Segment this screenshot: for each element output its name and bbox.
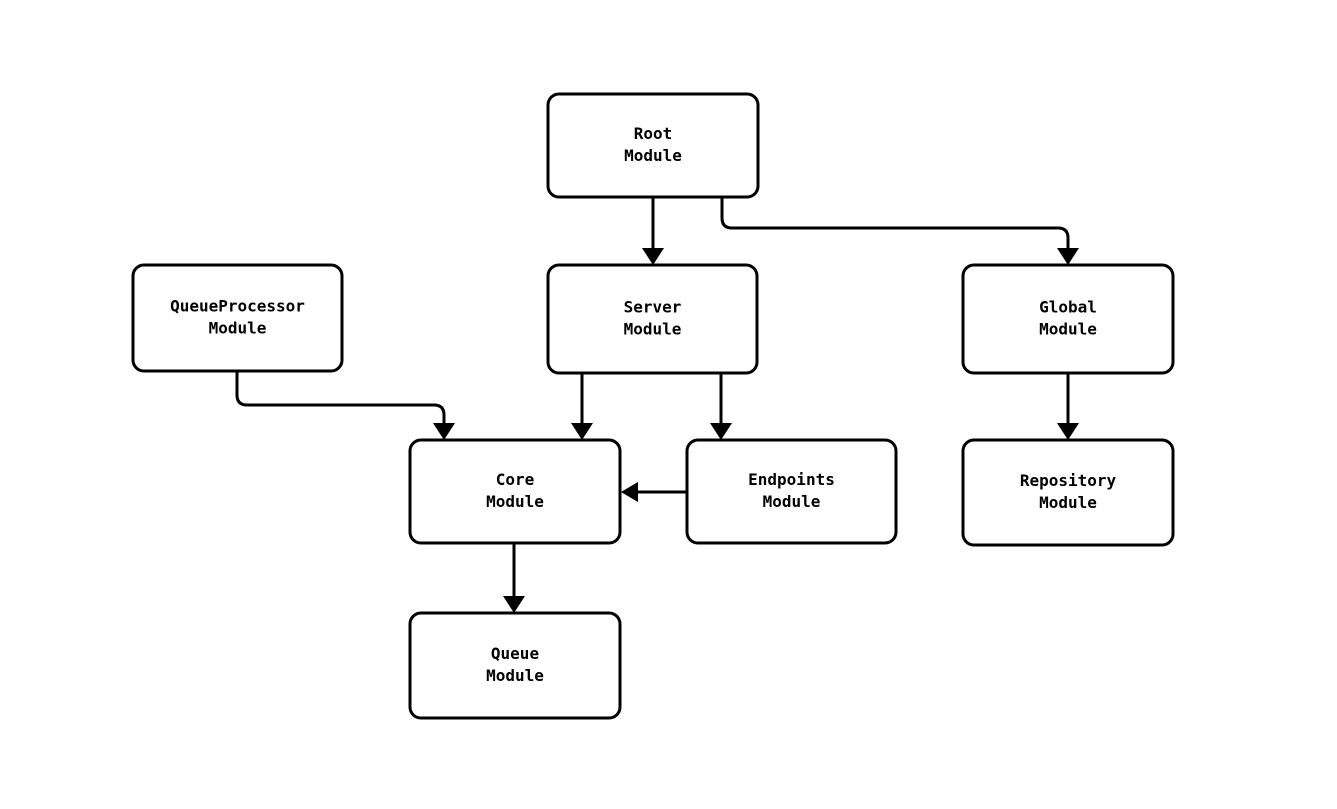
node-label-suffix: Module — [1039, 493, 1097, 512]
node-label-name: Server — [624, 298, 682, 317]
node-box[interactable] — [961, 438, 1175, 547]
arrowhead-down — [1057, 423, 1079, 440]
arrowhead-down — [433, 423, 455, 440]
nodes-layer: RootModuleQueueProcessorModuleServerModu… — [131, 92, 1175, 720]
edge-core-queue — [503, 543, 525, 613]
edge-global-repository — [1057, 373, 1079, 440]
edges-layer — [235, 197, 1079, 613]
arrowhead-down — [710, 423, 732, 440]
arrowhead-down — [642, 248, 664, 265]
arrowhead-down — [571, 423, 593, 440]
node-label-name: Core — [496, 470, 535, 489]
edge-root-server — [642, 197, 664, 265]
node-box[interactable] — [131, 263, 344, 373]
arrowhead-down — [503, 596, 525, 613]
node-box[interactable] — [546, 263, 759, 375]
edge-endpoints-core — [621, 482, 687, 502]
node-label-name: Queue — [491, 644, 539, 663]
node-label-name: Root — [634, 124, 673, 143]
arrowhead-down — [1057, 248, 1079, 265]
node-label-suffix: Module — [486, 492, 544, 511]
edge-server-endpoints — [710, 373, 732, 440]
edge-line — [720, 197, 1070, 256]
node-label-suffix: Module — [486, 666, 544, 685]
node-label-suffix: Module — [763, 492, 821, 511]
node-box[interactable] — [408, 438, 622, 545]
node-box[interactable] — [546, 92, 760, 199]
edge-server-core — [571, 373, 593, 440]
edge-queueprocessor-core — [235, 371, 455, 440]
node-label-name: Global — [1039, 298, 1097, 317]
node-label-suffix: Module — [209, 319, 267, 338]
edge-root-global — [720, 197, 1079, 265]
arrowhead-left — [621, 482, 638, 502]
node-box[interactable] — [408, 611, 622, 720]
edge-line — [235, 371, 446, 431]
node-box[interactable] — [685, 438, 898, 545]
node-box[interactable] — [961, 263, 1175, 375]
node-label-suffix: Module — [624, 146, 682, 165]
node-label-name: QueueProcessor — [170, 297, 305, 316]
node-label-name: Repository — [1020, 471, 1117, 490]
node-label-suffix: Module — [624, 320, 682, 339]
node-label-name: Endpoints — [748, 470, 835, 489]
node-label-suffix: Module — [1039, 320, 1097, 339]
